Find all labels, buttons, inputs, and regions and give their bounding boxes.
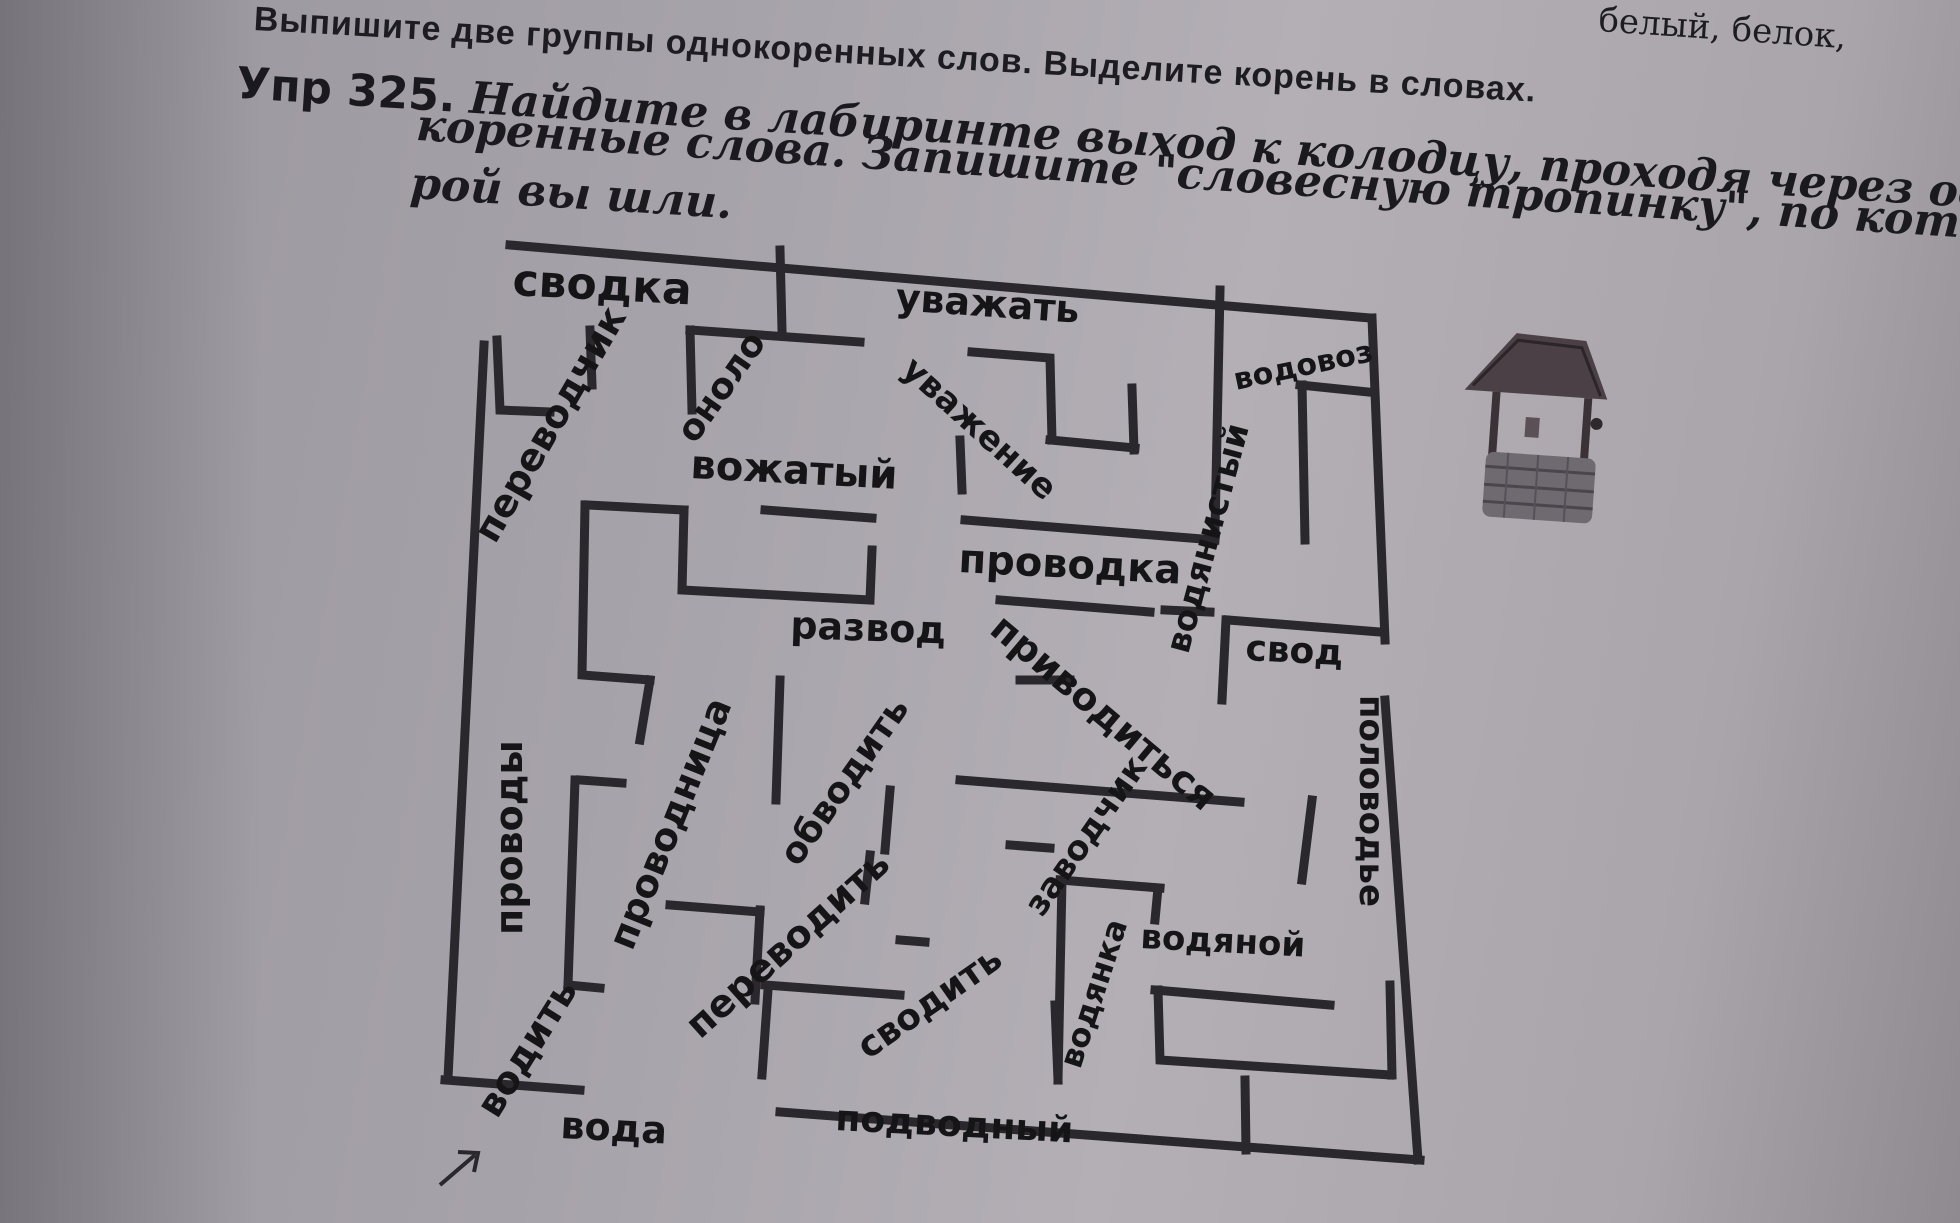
well-icon — [1464, 333, 1608, 524]
maze-word: переводить — [677, 841, 899, 1047]
maze-word: уважение — [894, 349, 1065, 508]
start-arrow-icon — [438, 1150, 481, 1187]
maze-word: оноло — [669, 324, 775, 450]
maze-word: заводчик — [1017, 748, 1156, 923]
maze-word: уважать — [894, 275, 1081, 332]
maze-word: сводка — [511, 255, 693, 315]
maze-word: обводить — [772, 690, 918, 874]
maze-word: переводчик — [465, 298, 635, 549]
page-shadow — [0, 0, 260, 1223]
maze-walls — [440, 240, 1425, 1165]
maze-word: водить — [467, 971, 586, 1125]
maze-word: сводить — [850, 938, 1010, 1067]
maze-word: развод — [790, 603, 947, 652]
maze-word: свод — [1245, 628, 1345, 674]
maze-word: водяной — [1140, 917, 1307, 966]
maze-word: вода — [560, 1103, 669, 1153]
maze-word: проводы — [487, 740, 531, 935]
maze-word: подводный — [835, 1098, 1075, 1151]
maze-word: вожатый — [689, 442, 898, 499]
maze-word: половодье — [1351, 695, 1391, 907]
maze-word: проводка — [957, 536, 1182, 594]
maze-word: проводница — [600, 691, 741, 955]
